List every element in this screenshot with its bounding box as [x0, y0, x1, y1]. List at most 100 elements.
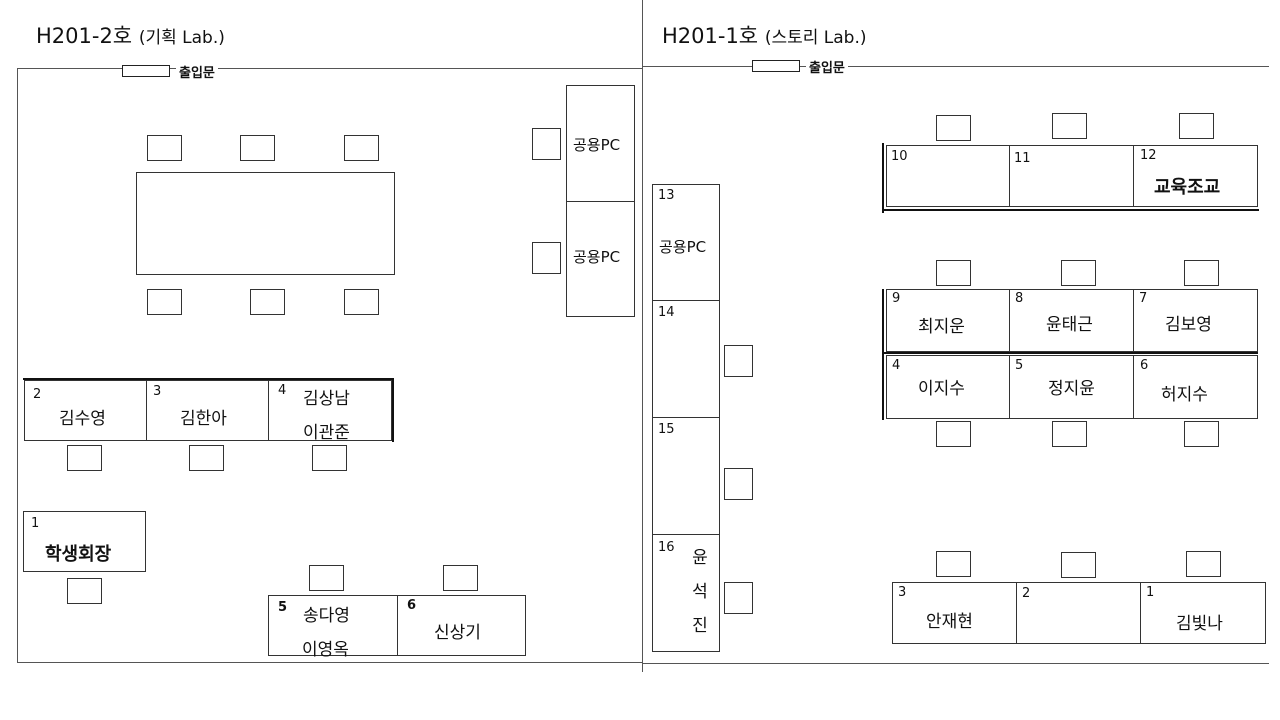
seat-occupant: 최지운	[918, 317, 965, 337]
seat-number: 10	[891, 149, 908, 164]
seat-number: 5	[1015, 358, 1024, 373]
seat-occupant: 신상기	[434, 623, 481, 643]
left-room-subtitle: (기획 Lab.)	[138, 28, 225, 48]
desk-15: 15	[652, 417, 720, 535]
chair	[1052, 421, 1087, 447]
seat-number: 1	[1146, 585, 1155, 600]
chair	[344, 135, 379, 161]
desk-3: 3 김한아	[146, 380, 269, 441]
chair	[724, 468, 753, 500]
chair	[936, 260, 971, 286]
desk-5: 5 송다영 이영옥	[268, 595, 398, 660]
seat-number: 6	[407, 598, 417, 613]
desk-row-border-top	[23, 378, 394, 380]
seat-occupant: 안재현	[926, 612, 973, 632]
chair	[724, 582, 753, 614]
desk-11: 11	[1009, 145, 1134, 207]
occupant-char: 윤	[692, 548, 708, 568]
chair	[1052, 113, 1087, 139]
left-room-code: H201-2호	[36, 24, 133, 48]
desk-8: 8 윤태근	[1009, 289, 1134, 352]
desk-row-border-left	[882, 143, 884, 213]
seat-number: 14	[658, 305, 675, 320]
chair	[67, 578, 102, 604]
chair	[1061, 552, 1096, 578]
desk-13: 13 공용PC	[652, 184, 720, 301]
desk-2: 2	[1016, 582, 1141, 644]
chair	[344, 289, 379, 315]
seat-number: 5	[278, 600, 288, 615]
desk-row-border-right	[392, 378, 394, 442]
meeting-table	[136, 172, 395, 275]
room-divider-wall	[642, 0, 643, 672]
desk-row-border-middle	[884, 352, 1258, 354]
occupant-char: 진	[692, 616, 708, 636]
desk-14: 14	[652, 300, 720, 418]
desk-10: 10	[886, 145, 1010, 207]
seat-occupant: 정지윤	[1048, 379, 1095, 399]
chair	[724, 345, 753, 377]
desk-4: 4 김상남 이관준	[268, 380, 392, 443]
seat-number: 1	[31, 516, 40, 531]
seat-number: 4	[278, 383, 287, 398]
seat-occupant: 공용PC	[659, 238, 707, 256]
desk-4: 4 이지수	[886, 355, 1010, 419]
right-room-bottom-wall	[643, 663, 1269, 664]
desk-row-border-bottom	[882, 209, 1259, 211]
right-room-top-wall	[643, 66, 1269, 67]
desk-6: 6 신상기	[397, 595, 526, 656]
left-room-left-wall	[17, 68, 18, 662]
desk-row-border-left	[882, 289, 884, 420]
seat-number: 8	[1015, 291, 1024, 306]
chair	[1179, 113, 1214, 139]
seat-number: 3	[153, 384, 162, 399]
shared-pc-desk-2: 공용PC	[566, 201, 635, 317]
seat-number: 15	[658, 422, 675, 437]
chair	[1061, 260, 1096, 286]
right-room-title: H201-1호 (스토리 Lab.)	[662, 20, 867, 50]
seat-occupant: 김보영	[1165, 315, 1212, 335]
right-door-label: 출입문	[806, 57, 848, 76]
chair	[189, 445, 224, 471]
chair	[309, 565, 344, 591]
left-door-icon	[122, 65, 170, 77]
left-room-bottom-wall	[17, 662, 642, 663]
seat-occupant: 학생회장	[45, 544, 112, 565]
seat-occupant: 송다영	[303, 606, 350, 626]
chair	[250, 289, 285, 315]
left-door-label: 출입문	[176, 62, 218, 81]
desk-3: 3 안재현	[892, 582, 1017, 644]
left-room-top-wall	[17, 68, 642, 69]
seat-number: 13	[658, 188, 675, 203]
right-room-code: H201-1호	[662, 24, 759, 48]
chair	[532, 128, 561, 160]
desk-16: 16 윤 석 진	[652, 534, 720, 652]
shared-pc-desk-1: 공용PC	[566, 85, 635, 202]
seat-occupant: 김한아	[180, 409, 227, 429]
seat-number: 2	[1022, 586, 1031, 601]
shared-pc-label: 공용PC	[573, 136, 621, 154]
right-door-icon	[752, 60, 800, 72]
chair	[240, 135, 275, 161]
seat-number: 16	[658, 540, 675, 555]
chair	[312, 445, 347, 471]
left-room-title: H201-2호 (기획 Lab.)	[36, 20, 225, 50]
desk-1: 1 김빛나	[1140, 582, 1266, 644]
seat-occupant: 이지수	[918, 379, 965, 399]
chair	[1186, 551, 1221, 577]
desk-6: 6 허지수	[1133, 355, 1258, 419]
seat-occupant: 허지수	[1161, 385, 1208, 405]
desk-7: 7 김보영	[1133, 289, 1258, 352]
seat-number: 4	[892, 358, 901, 373]
desk-5: 5 정지윤	[1009, 355, 1134, 419]
desk-12: 12 교육조교	[1133, 145, 1258, 207]
seat-occupant: 이관준	[303, 423, 350, 443]
seat-occupant: 김빛나	[1176, 614, 1223, 634]
chair	[147, 289, 182, 315]
seat-number: 9	[892, 291, 901, 306]
seat-occupant: 교육조교	[1154, 177, 1221, 198]
seat-number: 11	[1014, 151, 1031, 166]
chair	[147, 135, 182, 161]
chair	[936, 551, 971, 577]
seat-number: 2	[33, 387, 42, 402]
